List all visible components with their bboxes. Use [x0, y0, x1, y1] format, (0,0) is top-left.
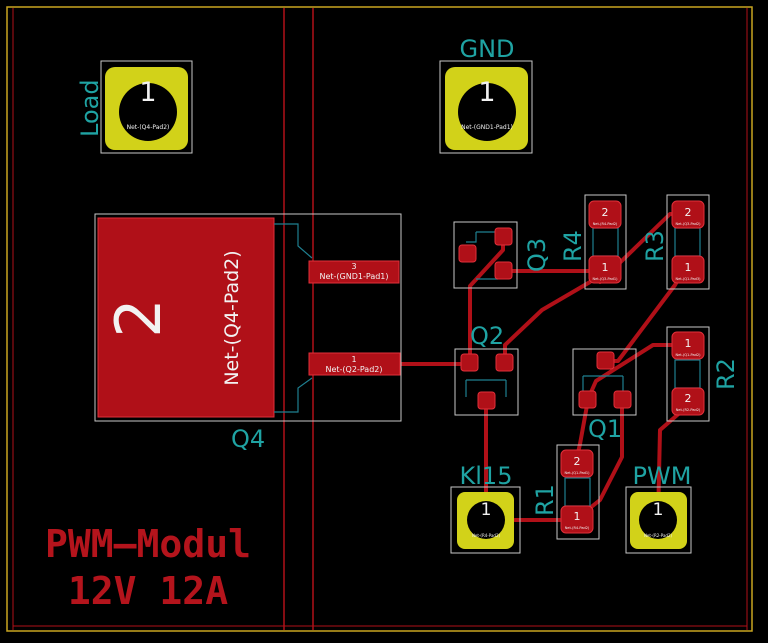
r2-pad-top-net: Net-(Q1-Pad2): [676, 353, 702, 357]
component-r3[interactable]: 2 Net-(Q3-Pad2) 1 Net-(Q1-Pad3) R3: [641, 194, 710, 290]
kl15-ref-label: Kl15: [460, 462, 513, 490]
r2-pad-bottom: [671, 387, 705, 416]
r3-pad-top-number: 2: [685, 206, 692, 219]
q1-ref-label: Q1: [588, 415, 622, 443]
board-title-line1: PWM—Modul: [45, 522, 251, 566]
q3-ref-label: Q3: [523, 238, 551, 272]
r4-pad-top-number: 2: [602, 206, 609, 219]
pwm-ref-label: PWM: [633, 462, 692, 490]
connector-load[interactable]: 1 Net-(Q4-Pad2) Load: [76, 60, 193, 154]
gnd-pad-net: Net-(GND1-Pad1): [461, 124, 513, 131]
pwm-pad-net: Net-(R2-Pad2): [644, 533, 673, 538]
kl15-drill-hole: [467, 501, 505, 539]
component-q2[interactable]: Q2: [454, 322, 519, 416]
board-title-line2: 12V 12A: [68, 569, 228, 613]
r3-pad-top: [671, 200, 705, 229]
r2-pad-bottom-number: 2: [685, 392, 692, 405]
kl15-pad-net: Net-(R4-Pad2): [472, 533, 501, 538]
r1-pad-top-net: Net-(Q1-Pad1): [565, 471, 591, 475]
r2-pad-top: [671, 331, 705, 360]
q2-ref-label: Q2: [470, 322, 504, 350]
component-q4[interactable]: 2 Net-(Q4-Pad2) 3 Net-(GND1-Pad1) 1 Net-…: [94, 213, 402, 453]
gnd-drill-hole: [458, 83, 516, 141]
r4-pad-bottom: [588, 255, 622, 284]
q3-pad-c: [494, 261, 513, 280]
q1-pad-b: [578, 390, 597, 409]
r3-pad-top-net: Net-(Q3-Pad2): [676, 222, 702, 226]
component-r1[interactable]: 2 Net-(Q1-Pad1) 1 Net-(R4-Pad2) R1: [531, 444, 600, 540]
r1-pad-top-number: 2: [574, 455, 581, 468]
component-r4[interactable]: 2 Net-(R4-Pad2) 1 Net-(Q3-Pad1) R4: [559, 194, 627, 290]
r3-pad-bottom: [671, 255, 705, 284]
q2-pad-c: [477, 391, 496, 410]
connector-kl15[interactable]: 1 Net-(R4-Pad2) Kl15: [450, 462, 521, 554]
q4-ref-label: Q4: [231, 425, 265, 453]
r3-pad-bottom-net: Net-(Q1-Pad3): [676, 277, 702, 281]
component-r2[interactable]: 1 Net-(Q1-Pad2) 2 Net-(R2-Pad2) R2: [666, 326, 740, 422]
r1-pad-top: [560, 449, 594, 478]
q4-pad-1: [308, 352, 401, 376]
pwm-drill-hole: [639, 501, 677, 539]
q4-big-pad-number: 2: [102, 298, 175, 337]
r3-ref-label: R3: [641, 230, 669, 262]
r4-pad-bottom-number: 1: [602, 261, 609, 274]
r1-pad-bottom: [560, 505, 594, 534]
load-drill-hole: [119, 83, 177, 141]
r4-pad-bottom-net: Net-(Q3-Pad1): [593, 277, 619, 281]
q1-pad-c: [613, 390, 632, 409]
q4-pad3-net: Net-(GND1-Pad1): [319, 272, 388, 281]
board-outline: [6, 6, 753, 632]
r3-pad-bottom-number: 1: [685, 261, 692, 274]
component-q1[interactable]: Q1: [572, 348, 637, 443]
q4-pad-3: [308, 260, 400, 284]
load-pad-number: 1: [139, 77, 156, 108]
component-q3[interactable]: Q3: [453, 221, 551, 289]
r1-ref-label: R1: [531, 484, 559, 516]
r2-pad-bottom-net: Net-(R2-Pad2): [676, 408, 701, 412]
kl15-pad-number: 1: [481, 500, 492, 520]
q2-pad-a: [460, 353, 479, 372]
r1-pad-bottom-number: 1: [574, 510, 581, 523]
q3-pad-b: [458, 244, 477, 263]
q1-pad-a: [596, 351, 615, 370]
connector-gnd[interactable]: 1 Net-(GND1-Pad1) GND: [439, 35, 533, 154]
r4-pad-top-net: Net-(R4-Pad2): [593, 222, 618, 226]
r2-pad-top-number: 1: [685, 337, 692, 350]
pwm-pad-number: 1: [653, 500, 664, 520]
q4-pad1-net: Net-(Q2-Pad2): [326, 365, 383, 374]
q4-big-pad-net: Net-(Q4-Pad2): [221, 250, 243, 385]
connector-pwm[interactable]: 1 Net-(R2-Pad2) PWM: [625, 462, 692, 554]
q4-big-pad: [97, 217, 275, 418]
q4-pad3-number: 3: [351, 262, 356, 271]
r4-ref-label: R4: [559, 230, 587, 262]
q2-pad-b: [495, 353, 514, 372]
q4-pad1-number: 1: [351, 355, 356, 364]
r1-pad-bottom-net: Net-(R4-Pad2): [565, 526, 590, 530]
load-pad-net: Net-(Q4-Pad2): [127, 124, 170, 131]
load-ref-label: Load: [76, 79, 104, 137]
r4-pad-top: [588, 200, 622, 229]
q3-pad-a: [494, 227, 513, 246]
r2-ref-label: R2: [712, 358, 740, 390]
gnd-pad-number: 1: [478, 77, 495, 108]
gnd-ref-label: GND: [459, 35, 514, 63]
